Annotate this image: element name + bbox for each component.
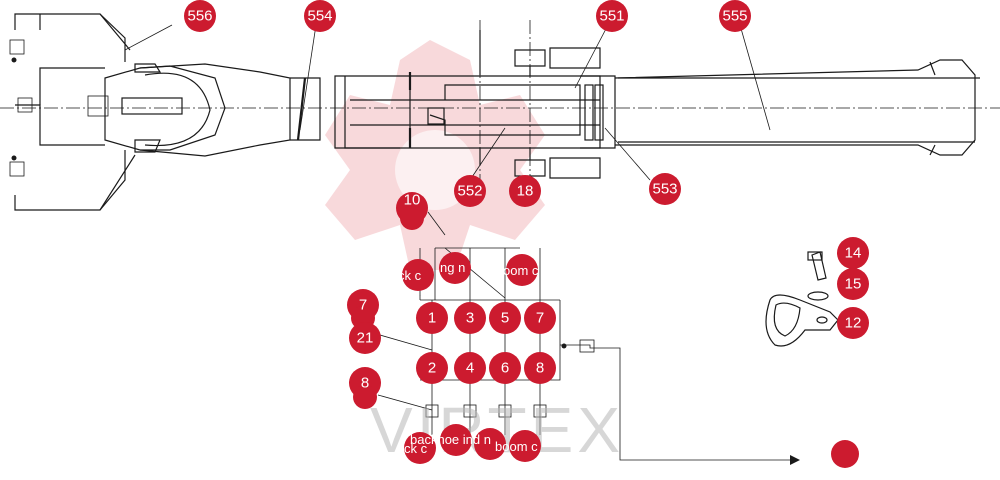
label-bottom-right: boom c [495,439,538,454]
callout-1: 1 [416,302,448,334]
label-badge-bottom-right [509,430,541,462]
callout-8-side: 8 [349,367,381,409]
label-badge-top-left [402,259,434,291]
callout-3: 3 [454,302,486,334]
callout-18: 18 [509,175,541,207]
label-badge-bottom-mid [440,424,506,460]
svg-text:15: 15 [845,276,862,293]
label-top-right: oom c [503,263,539,278]
svg-text:12: 12 [845,315,862,332]
callout-551: 551 [596,0,628,32]
label-trailer: trailer [797,447,830,462]
svg-text:555: 555 [722,8,747,25]
svg-text:18: 18 [517,183,534,200]
svg-text:6: 6 [501,360,509,377]
svg-text:2: 2 [428,360,436,377]
svg-text:10: 10 [404,192,421,209]
boom-assembly [0,13,1000,211]
label-top-mid: ng n [440,260,465,275]
svg-text:551: 551 [599,8,624,25]
clamp-part [765,251,839,347]
callout-556: 556 [184,0,216,32]
svg-text:556: 556 [187,8,212,25]
svg-text:8: 8 [361,375,369,392]
svg-text:1: 1 [428,310,436,327]
callout-4: 4 [454,352,486,384]
callout-14: 14 [837,237,869,269]
callout-10: 10 [396,192,428,230]
svg-text:554: 554 [307,8,332,25]
label-bottom-left: ck c [404,441,428,456]
callout-12: 12 [837,307,869,339]
callout-7: 7 [524,302,556,334]
svg-text:5: 5 [501,310,509,327]
callout-552: 552 [454,175,486,207]
callout-6: 6 [489,352,521,384]
svg-text:552: 552 [457,183,482,200]
svg-text:21: 21 [357,330,374,347]
svg-text:7: 7 [536,310,544,327]
svg-text:-: - [419,292,421,297]
svg-text:14: 14 [845,245,862,262]
svg-text:3: 3 [466,310,474,327]
svg-text:553: 553 [652,181,677,198]
callout-5: 5 [489,302,521,334]
callout-553: 553 [649,173,681,205]
callout-555: 555 [719,0,751,32]
label-badge-trailer [831,440,859,468]
callout-8: 8 [524,352,556,384]
label-top-left: ck c [398,268,422,283]
callout-2: 2 [416,352,448,384]
callout-21: 21 [349,322,381,354]
label-badge-top-right [506,254,538,286]
callout-15: 15 [837,268,869,300]
svg-text:4: 4 [466,360,474,377]
label-badge-bottom-left [404,432,436,464]
svg-text:8: 8 [536,360,544,377]
callout-554: 554 [304,0,336,32]
svg-text:7: 7 [359,297,367,314]
label-bottom-mid: backhoe ind n [410,432,491,447]
label-badge-top-mid [439,252,471,284]
